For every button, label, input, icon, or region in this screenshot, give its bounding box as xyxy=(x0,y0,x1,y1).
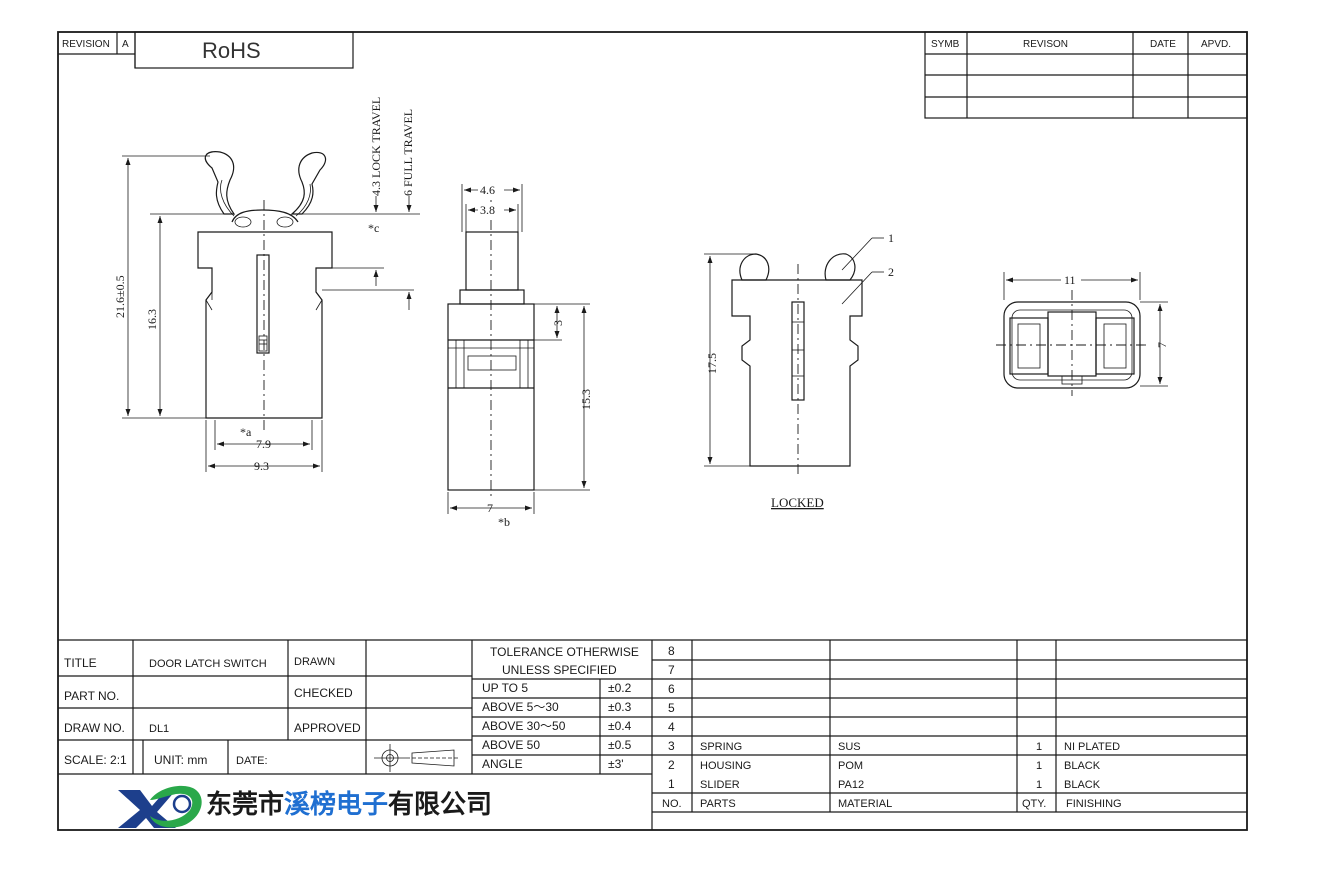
drawn-label: DRAWN xyxy=(294,656,335,668)
bom-no-2: 2 xyxy=(668,758,675,772)
housing-front xyxy=(197,231,333,419)
top-view: 11 7 xyxy=(996,272,1169,396)
bom-part-2: HOUSING xyxy=(700,760,751,772)
bom-no-1: 1 xyxy=(668,777,675,791)
unit-field: UNIT: mm xyxy=(154,753,207,767)
bom-material-2: POM xyxy=(838,760,863,772)
dim-w38: 3.8 xyxy=(480,203,495,217)
bom-table: 8 7 6 5 4 3 SPRING SUS 1 NI PLATED 2 HOU… xyxy=(662,644,1122,810)
company-name-part-3: 有限公司 xyxy=(388,790,492,820)
dim-h153: 15.3 xyxy=(579,389,593,410)
bom-part-1: SLIDER xyxy=(700,779,740,791)
part-no-label: PART NO. xyxy=(64,689,119,703)
tol-range-4: ANGLE xyxy=(482,757,523,771)
mark-a: *a xyxy=(240,425,252,439)
dim-h7: 7 xyxy=(1155,342,1169,348)
dim-lock-travel: 4.3 LOCK TRAVEL xyxy=(369,97,383,196)
balloon-2: 2 xyxy=(888,265,894,279)
title-block xyxy=(58,639,1247,830)
dim-h3: 3 xyxy=(551,320,565,326)
dim-overall-height: 21.6±0.5 xyxy=(113,275,127,318)
bom-head-material: MATERIAL xyxy=(838,798,892,810)
tolerance-header-1: TOLERANCE OTHERWISE xyxy=(490,645,639,659)
dim-w93: 9.3 xyxy=(254,459,269,473)
company-name-part-2: 溪榜电子 xyxy=(284,789,388,820)
bom-no-6: 6 xyxy=(668,682,675,696)
rev-head-date: DATE xyxy=(1150,39,1176,50)
revision-value: A xyxy=(122,39,129,50)
locked-right-lever xyxy=(824,253,856,281)
approved-label: APPROVED xyxy=(294,721,361,735)
front-view: 21.6±0.5 16.3 4.3 LOCK TRAVEL 6 FULL TRA… xyxy=(113,97,420,473)
projection-symbol-icon xyxy=(374,744,460,772)
draw-no-value: DL1 xyxy=(149,723,169,735)
bom-qty-2: 1 xyxy=(1036,760,1042,772)
tol-range-0: UP TO 5 xyxy=(482,681,528,695)
dim-full-travel: 6 FULL TRAVEL xyxy=(401,109,415,196)
title-label: TITLE xyxy=(64,656,97,670)
left-lever xyxy=(204,151,236,215)
bom-finishing-3: NI PLATED xyxy=(1064,741,1120,753)
company-logo-icon xyxy=(118,785,202,828)
bom-no-8: 8 xyxy=(668,644,675,658)
rev-head-apvd: APVD. xyxy=(1201,39,1231,50)
draw-no-label: DRAW NO. xyxy=(64,721,125,735)
bom-no-4: 4 xyxy=(668,720,675,734)
rohs-mark: RoHS xyxy=(202,38,261,63)
tol-value-2: ±0.4 xyxy=(608,719,632,733)
bom-material-3: SUS xyxy=(838,741,861,753)
tol-range-2: ABOVE 30～50 xyxy=(482,719,566,733)
right-lever xyxy=(290,151,327,215)
bom-no-7: 7 xyxy=(668,663,675,677)
dim-w46: 4.6 xyxy=(480,183,495,197)
bom-qty-3: 1 xyxy=(1036,741,1042,753)
bom-no-5: 5 xyxy=(668,701,675,715)
scale-field: SCALE: 2:1 xyxy=(64,753,127,767)
dim-body-height: 16.3 xyxy=(145,309,159,330)
company-name: 东莞市溪榜电子有限公司 xyxy=(206,789,492,820)
dim-w79: 7.9 xyxy=(256,437,271,451)
dim-w7: 7 xyxy=(487,501,493,515)
locked-left-lever xyxy=(739,253,770,281)
tol-value-3: ±0.5 xyxy=(608,738,632,752)
locked-view: 1 2 17.5 LOCKED xyxy=(704,231,894,510)
mark-b: *b xyxy=(498,515,510,529)
revision-label: REVISION xyxy=(62,39,110,50)
tolerance-header-2: UNLESS SPECIFIED xyxy=(502,663,617,677)
rev-head-symb: SYMB xyxy=(931,39,960,50)
housing-locked xyxy=(731,279,863,467)
bom-no-3: 3 xyxy=(668,739,675,753)
bom-material-1: PA12 xyxy=(838,779,864,791)
title-value: DOOR LATCH SWITCH xyxy=(149,658,267,670)
balloon-1: 1 xyxy=(888,231,894,245)
bom-head-parts: PARTS xyxy=(700,798,736,810)
bom-head-no: NO. xyxy=(662,798,682,810)
tol-value-1: ±0.3 xyxy=(608,700,632,714)
mark-c: *c xyxy=(368,221,379,235)
rev-head-revison: REVISON xyxy=(1023,39,1068,50)
dim-w11: 11 xyxy=(1064,273,1076,287)
dim-h175: 17.5 xyxy=(705,353,719,374)
side-view: 4.6 3.8 3 15.3 7 *b xyxy=(447,182,593,529)
tol-range-1: ABOVE 5～30 xyxy=(482,700,559,714)
tol-value-0: ±0.2 xyxy=(608,681,632,695)
bom-head-qty: QTY. xyxy=(1022,798,1046,810)
bom-qty-1: 1 xyxy=(1036,779,1042,791)
revision-header: REVISION A RoHS xyxy=(58,31,354,69)
tol-value-4: ±3' xyxy=(608,757,624,771)
bom-part-3: SPRING xyxy=(700,741,742,753)
bom-head-finishing: FINISHING xyxy=(1066,798,1122,810)
date-field: DATE: xyxy=(236,755,268,767)
checked-label: CHECKED xyxy=(294,686,353,700)
company-name-part-1: 东莞市 xyxy=(206,789,284,820)
tol-range-3: ABOVE 50 xyxy=(482,738,540,752)
locked-caption: LOCKED xyxy=(771,495,824,510)
revision-table: SYMB REVISON DATE APVD. xyxy=(924,31,1248,119)
bom-finishing-1: BLACK xyxy=(1064,779,1101,791)
bom-finishing-2: BLACK xyxy=(1064,760,1101,772)
